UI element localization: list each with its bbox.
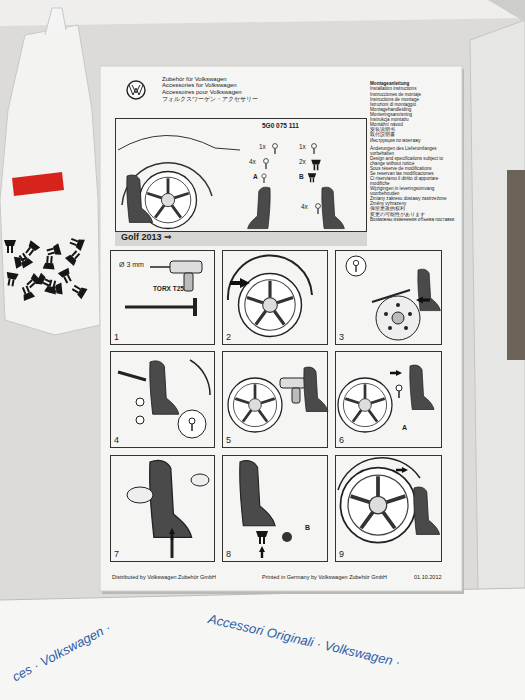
plastic-clip [68, 235, 84, 251]
change-note: Änderungen des Lieferumfanges vorbehalte… [370, 147, 458, 157]
step-panel: A6 [335, 351, 442, 448]
part-letter: A [253, 173, 258, 180]
box-flap [507, 170, 525, 360]
instruction-title: Instrukcja montażu [370, 118, 458, 123]
text-column: MontageanleitungInstallation instruction… [370, 82, 458, 222]
tool-label: TORX T25 [153, 285, 184, 292]
part-letter: B [305, 524, 310, 532]
step-number: 1 [114, 333, 119, 343]
step-number: 5 [226, 436, 231, 446]
part-letter: A [402, 424, 407, 432]
instruction-title: Monteringsanvisning [370, 113, 458, 118]
drill-size: Ø 3 mm [119, 261, 144, 269]
plastic-clip [23, 240, 40, 258]
hub-illustration [346, 256, 440, 340]
header-line: Accessories for Volkswagen [162, 82, 322, 88]
instruction-title: Istruzioni di montaggio [370, 103, 458, 108]
quantity-label: 2x [299, 158, 306, 165]
drill-and-torx-illustration [125, 261, 202, 316]
step-panel: 3 [335, 250, 442, 345]
step-number: 3 [339, 333, 344, 343]
footer-note: Distributed by Volkswagen Zubehör GmbH [112, 574, 216, 580]
change-note: Wijzigingen in leveringsomvang voorbehou… [370, 187, 458, 197]
fitting-illustration [118, 360, 210, 438]
step-number: 6 [339, 436, 344, 446]
screw-illustration [338, 365, 434, 432]
plastic-clip [65, 248, 83, 266]
instruction-title: Instructions de montage [370, 98, 458, 103]
instruction-title: Installation instructions [370, 87, 458, 92]
plastic-clip [4, 240, 16, 253]
step-number: 4 [114, 436, 119, 446]
change-note: Возможны изменения объема поставки [370, 218, 458, 223]
instruction-title: Инструкция по монтажу [370, 139, 458, 144]
quantity-label: 1x [299, 143, 306, 150]
box-flap [488, 0, 525, 22]
wheel-arch-illustration [228, 255, 312, 336]
change-note: Design and specifications subject to cha… [370, 157, 458, 167]
step-panel: 7 [110, 455, 215, 562]
footer-note: Printed in Germany by Volkswagen Zubehör… [262, 574, 387, 580]
header-line: Accessoires pour Volkswagen [162, 89, 322, 95]
step-panel: 4 [110, 351, 215, 448]
clip-illustration [240, 461, 292, 558]
step-panel: 9 [335, 455, 442, 562]
plastic-clip [5, 272, 19, 287]
box-wall [470, 20, 525, 600]
step-panel: 2 [222, 250, 328, 345]
change-note: 保留更改的权利 [370, 207, 458, 212]
box-wall [0, 0, 525, 26]
quantity-label: 4x [301, 203, 308, 210]
step-number: 7 [114, 550, 119, 560]
step-number: 8 [226, 550, 231, 560]
step-number: 9 [339, 550, 344, 560]
finished-illustration [338, 458, 440, 543]
plastic-clip [58, 268, 75, 285]
instruction-title: Instrucciones de montaje [370, 93, 458, 98]
model-band: Golf 2013 ⇒ [115, 232, 367, 246]
parts-bag [0, 8, 100, 335]
part-letter: B [299, 173, 304, 180]
plastic-clip [19, 284, 35, 301]
plastic-clip [14, 254, 29, 268]
parts-illustration [118, 135, 344, 228]
quantity-label: 4x [249, 158, 256, 165]
quantity-label: 1x [259, 143, 266, 150]
box-lid [0, 588, 525, 700]
change-note: Ci riserviamo il diritto di apportare mo… [370, 177, 458, 187]
part-number: 5G0 075 111 [262, 122, 299, 129]
drilling-illustration [228, 367, 328, 432]
step-panel: B8 [222, 455, 328, 562]
instruction-title: Montagehandleiding [370, 108, 458, 113]
change-note: Změny vyhrazeny [370, 202, 458, 207]
instruction-title: 取付説明書 [370, 133, 458, 138]
header-line: Zubehör für Volkswagen [162, 76, 322, 82]
step-panel: Ø 3 mm TORX T25 1 [110, 250, 215, 345]
change-note: Se reservan las modificaciones [370, 172, 458, 177]
header-line: フォルクスワーゲン・アクセサリー [162, 96, 322, 102]
step-panel: 5 [222, 351, 328, 448]
model-label: Golf 2013 ⇒ [121, 233, 172, 243]
step-number: 2 [226, 333, 231, 343]
change-note: 変更の可能性があります [370, 213, 458, 218]
instruction-title: Montážní návod [370, 123, 458, 128]
parts-panel: 1x 1x 4x 2xA B 4x [115, 118, 367, 232]
vw-logo [127, 81, 145, 99]
instruction-sheet [100, 66, 462, 591]
instruction-title: Montageanleitung [370, 82, 458, 87]
change-note: Zmiany zakresu dostawy zastrzeżone [370, 197, 458, 202]
hand-fitting-illustration [127, 460, 209, 558]
text-column: Zubehör für VolkswagenAccessories for Vo… [162, 75, 322, 102]
instruction-title: 安装说明书 [370, 128, 458, 133]
plastic-clip [44, 279, 59, 295]
plastic-clip [43, 256, 56, 270]
change-note: Sous réserve de modifications [370, 167, 458, 172]
footer-date: 01.10.2012 [414, 574, 442, 580]
plastic-clip [70, 282, 87, 299]
